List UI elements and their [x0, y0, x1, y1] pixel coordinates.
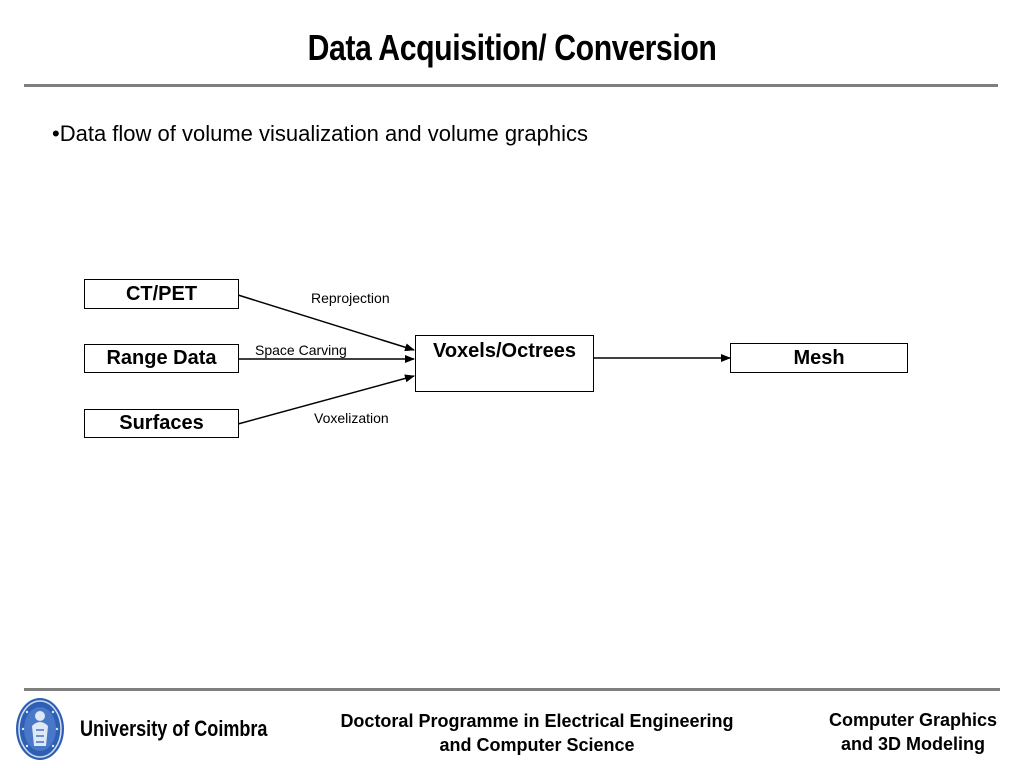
node-mesh-label: Mesh: [793, 347, 845, 369]
node-range-data-label: Range Data: [106, 347, 217, 369]
edge-label-space-carving: Space Carving: [255, 342, 347, 358]
node-range-data: Range Data: [84, 344, 239, 373]
footer-course-line2: and 3D Modeling: [841, 734, 985, 754]
footer-programme-line2: and Computer Science: [439, 735, 635, 755]
bullet-text: •Data flow of volume visualization and v…: [52, 121, 588, 146]
arrow-voxelization: [237, 374, 415, 425]
node-ct-pet: CT/PET: [84, 279, 239, 309]
university-seal-icon: [16, 698, 64, 760]
edge-label-voxelization: Voxelization: [314, 410, 389, 426]
footer-divider: [24, 688, 1000, 691]
arrow-reprojection: [237, 294, 415, 352]
title-divider: [24, 84, 998, 87]
footer-programme: Doctoral Programme in Electrical Enginee…: [300, 709, 774, 757]
footer-university: University of Coimbra: [80, 716, 268, 741]
node-ct-pet-label: CT/PET: [125, 283, 198, 305]
footer-course: Computer Graphics and 3D Modeling: [806, 708, 1020, 756]
slide-title: Data Acquisition/ Conversion: [307, 27, 717, 68]
node-surfaces: Surfaces: [84, 409, 239, 438]
edge-label-reprojection: Reprojection: [311, 290, 390, 306]
node-surfaces-label: Surfaces: [119, 412, 204, 434]
node-voxels-octrees: Voxels/Octrees: [415, 335, 594, 392]
node-mesh: Mesh: [730, 343, 908, 373]
footer-course-line1: Computer Graphics: [828, 710, 998, 730]
node-voxels-octrees-label: Voxels/Octrees: [432, 340, 577, 362]
footer-programme-line1: Doctoral Programme in Electrical Enginee…: [340, 711, 734, 731]
